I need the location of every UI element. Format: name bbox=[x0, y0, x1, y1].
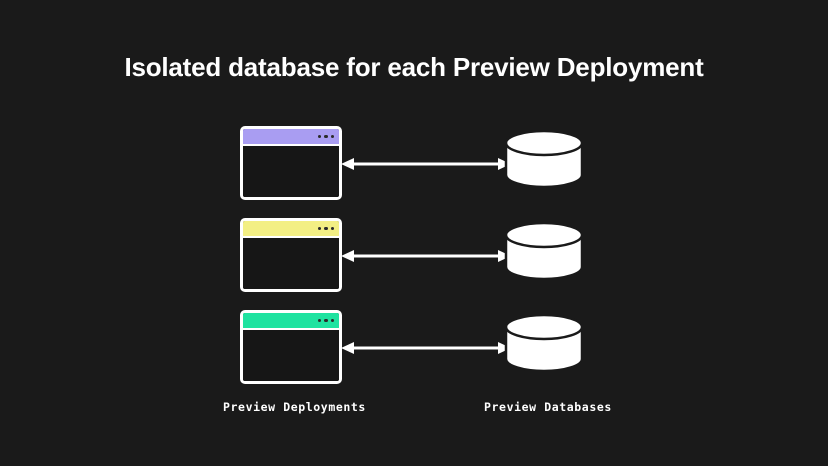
window-dot-icon bbox=[317, 134, 321, 139]
window-dot-icon bbox=[324, 226, 328, 231]
diagram-row bbox=[0, 118, 828, 210]
window-dot-icon bbox=[330, 134, 334, 139]
preview-database-cylinder-3[interactable] bbox=[504, 315, 584, 371]
window-titlebar bbox=[243, 221, 339, 236]
caption-preview-deployments: Preview Deployments bbox=[223, 400, 366, 414]
bidirectional-arrow-icon bbox=[341, 154, 511, 174]
window-body bbox=[243, 144, 339, 197]
page-title: Isolated database for each Preview Deplo… bbox=[124, 52, 704, 82]
window-titlebar bbox=[243, 313, 339, 328]
window-body bbox=[243, 236, 339, 289]
diagram-row bbox=[0, 302, 828, 394]
bidirectional-arrow-icon bbox=[341, 246, 511, 266]
bidirectional-arrow-icon bbox=[341, 338, 511, 358]
preview-database-cylinder-2[interactable] bbox=[504, 223, 584, 279]
window-dot-icon bbox=[330, 226, 334, 231]
caption-preview-databases: Preview Databases bbox=[484, 400, 612, 414]
window-dot-icon bbox=[317, 226, 321, 231]
window-dot-icon bbox=[324, 318, 328, 323]
window-dot-icon bbox=[317, 318, 321, 323]
diagram-row bbox=[0, 210, 828, 302]
window-body bbox=[243, 328, 339, 381]
window-titlebar bbox=[243, 129, 339, 144]
window-dot-icon bbox=[330, 318, 334, 323]
window-dot-icon bbox=[324, 134, 328, 139]
preview-deployment-window-1[interactable] bbox=[240, 126, 342, 200]
preview-deployment-window-3[interactable] bbox=[240, 310, 342, 384]
preview-database-cylinder-1[interactable] bbox=[504, 131, 584, 187]
preview-deployment-window-2[interactable] bbox=[240, 218, 342, 292]
